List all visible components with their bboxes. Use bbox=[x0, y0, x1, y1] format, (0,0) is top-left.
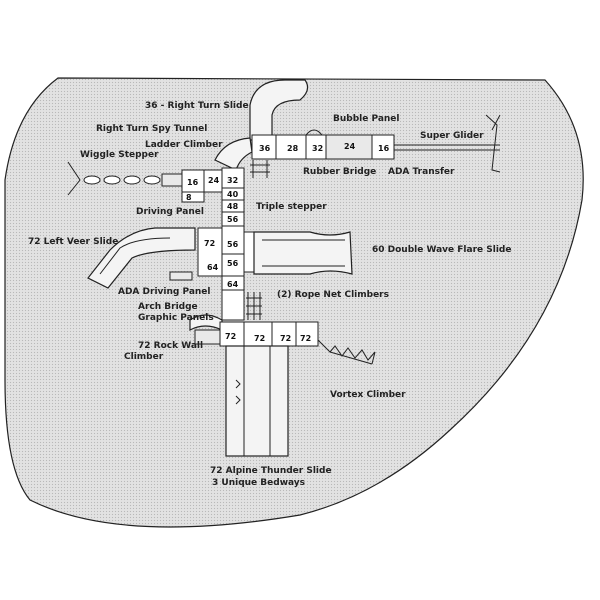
deck-height: 56 bbox=[227, 240, 239, 249]
label-spy-tunnel: Right Turn Spy Tunnel bbox=[96, 124, 207, 134]
deck-height: 40 bbox=[227, 190, 239, 199]
deck-height: 56 bbox=[227, 259, 239, 268]
label-alpine-slide: 72 Alpine Thunder Slide bbox=[210, 466, 332, 476]
deck-height: 24 bbox=[344, 142, 356, 151]
label-right-turn-slide: 36 - Right Turn Slide bbox=[145, 101, 249, 111]
label-left-veer-slide: 72 Left Veer Slide bbox=[28, 237, 118, 247]
right-turn-slide bbox=[249, 79, 309, 141]
deck-height: 72 bbox=[225, 332, 236, 341]
double-wave-slide bbox=[253, 231, 353, 275]
deck-height: 72 bbox=[204, 239, 215, 248]
label-rock-wall: 72 Rock Wall bbox=[138, 341, 203, 351]
label-wiggle-stepper: Wiggle Stepper bbox=[80, 150, 159, 160]
deck-height: 72 bbox=[254, 334, 265, 343]
deck-height: 64 bbox=[227, 280, 239, 289]
label-rubber-bridge: Rubber Bridge bbox=[303, 167, 376, 177]
super-glider bbox=[394, 114, 501, 173]
label-super-glider: Super Glider bbox=[420, 131, 484, 141]
rope-net-climbers bbox=[246, 292, 262, 320]
deck-height: 16 bbox=[187, 178, 199, 187]
label-bubble-panel: Bubble Panel bbox=[333, 114, 400, 124]
deck-height: 56 bbox=[227, 215, 239, 224]
deck-height: 8 bbox=[186, 193, 192, 202]
vortex-climber bbox=[317, 339, 376, 365]
top-deck-row bbox=[251, 129, 395, 160]
ada-driving-panel bbox=[169, 271, 193, 281]
deck-height: 32 bbox=[312, 144, 323, 153]
label-bedways: 3 Unique Bedways bbox=[212, 478, 305, 488]
ladder-climber bbox=[250, 160, 270, 178]
deck-height: 28 bbox=[287, 144, 299, 153]
deck-height: 36 bbox=[259, 144, 271, 153]
label-triple-stepper: Triple stepper bbox=[256, 202, 327, 212]
wiggle-stepper bbox=[67, 161, 183, 196]
deck-height: 64 bbox=[207, 263, 219, 272]
label-ladder-climber: Ladder Climber bbox=[145, 140, 223, 150]
deck-height: 32 bbox=[227, 176, 238, 185]
label-driving-panel: Driving Panel bbox=[136, 207, 204, 217]
left-veer-slide bbox=[87, 227, 196, 289]
label-rope-net-climbers: (2) Rope Net Climbers bbox=[277, 290, 389, 300]
label-double-wave-slide: 60 Double Wave Flare Slide bbox=[372, 245, 511, 255]
alpine-thunder-slide bbox=[225, 345, 289, 457]
deck-height: 24 bbox=[208, 176, 220, 185]
label-ada-transfer: ADA Transfer bbox=[388, 167, 455, 177]
label-graphic-panels: Graphic Panels bbox=[138, 313, 214, 323]
central-tower bbox=[221, 167, 245, 291]
deck-height: 48 bbox=[227, 202, 239, 211]
play-area-boundary bbox=[4, 77, 584, 528]
deck-height: 72 bbox=[300, 334, 311, 343]
label-rock-wall-climber: Climber bbox=[124, 352, 164, 362]
label-vortex-climber: Vortex Climber bbox=[330, 390, 406, 400]
deck-height: 16 bbox=[378, 144, 390, 153]
deck-height: 72 bbox=[280, 334, 291, 343]
left-deck-cluster bbox=[181, 169, 225, 203]
label-ada-driving-panel: ADA Driving Panel bbox=[118, 287, 211, 297]
low-deck bbox=[221, 289, 245, 321]
label-arch-bridge: Arch Bridge bbox=[138, 302, 198, 312]
